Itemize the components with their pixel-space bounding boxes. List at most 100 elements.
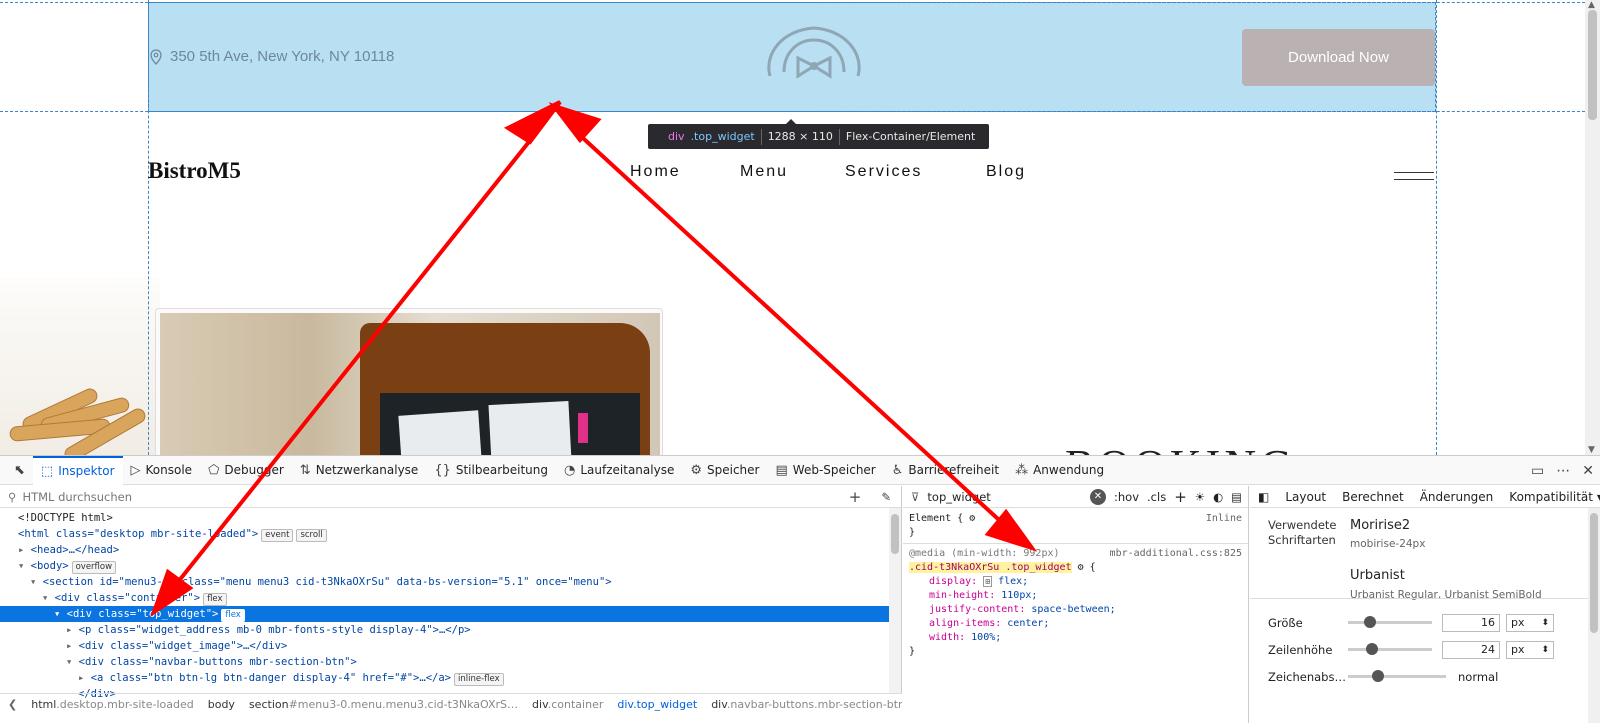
node-text: <section id="menu3-0" class="menu menu3 … — [42, 576, 612, 588]
bread-sticks-graphic — [9, 388, 146, 455]
rules-filter-input[interactable]: top_widget — [927, 489, 991, 504]
tree-node-html[interactable]: <html class="desktop mbr-site-loaded">ev… — [0, 526, 901, 542]
gear-icon[interactable]: ⚙ — [1077, 562, 1084, 573]
html-search-input[interactable]: HTML durchsuchen — [22, 489, 133, 504]
tree-node-widget-address[interactable]: ▸ <p class="widget_address mb-0 mbr-font… — [66, 624, 471, 636]
page-scrollbar-thumb[interactable] — [1588, 10, 1597, 120]
size-slider-knob[interactable] — [1364, 616, 1376, 628]
tab-debugger[interactable]: ⬠Debugger — [200, 456, 292, 485]
rule-prop-display[interactable]: display: ⊞ flex; — [929, 576, 1029, 587]
tab-netzwerkanalyse[interactable]: ⇅Netzwerkanalyse — [292, 456, 427, 485]
tooltip-type: Flex-Container/Element — [845, 130, 976, 143]
flex-badge[interactable]: flex — [221, 609, 245, 622]
print-media-icon[interactable]: ▤ — [1231, 489, 1242, 504]
fonts-scrollbar[interactable] — [1588, 508, 1600, 723]
clear-filter-icon[interactable]: ✕ — [1090, 488, 1106, 505]
tab-layout[interactable]: Layout — [1285, 489, 1327, 504]
line-height-unit-select[interactable]: px — [1506, 640, 1554, 659]
breadcrumb-section[interactable]: section#menu3-0.menu.menu3.cid-t3NkaOXrS… — [248, 698, 519, 711]
pick-element-button[interactable]: ⬉ — [6, 456, 33, 485]
address-text: 350 5th Ave, New York, NY 10118 — [170, 48, 395, 65]
tree-node-section[interactable]: ▾ <section id="menu3-0" class="menu menu… — [30, 576, 612, 588]
sidebar-toggle-icon[interactable]: ◧ — [1258, 489, 1270, 504]
breadcrumb-html[interactable]: html.desktop.mbr-site-loaded — [31, 698, 194, 711]
markup-scrollbar-thumb[interactable] — [891, 514, 899, 554]
line-height-slider[interactable] — [1348, 643, 1432, 655]
tree-node-container[interactable]: ▾ <div class="container">flex — [0, 590, 901, 606]
event-badge[interactable]: event — [261, 529, 294, 542]
fonts-scrollbar-thumb[interactable] — [1590, 513, 1598, 633]
tab-stilbearbeitung[interactable]: {}Stilbearbeitung — [426, 456, 556, 485]
dark-theme-icon[interactable]: ◐ — [1213, 489, 1224, 504]
breadcrumb-top-widget[interactable]: div.top_widget — [617, 698, 698, 711]
gear-icon[interactable]: ⚙ — [969, 513, 976, 524]
nav-home[interactable]: Home — [630, 163, 681, 180]
line-height-input[interactable]: 24 — [1442, 640, 1500, 659]
nav-blog[interactable]: Blog — [986, 163, 1027, 180]
tab-web-speicher[interactable]: ▤Web-Speicher — [767, 456, 883, 485]
scroll-badge[interactable]: scroll — [296, 529, 327, 542]
nav-services[interactable]: Services — [845, 163, 923, 180]
hamburger-menu-icon[interactable] — [1394, 172, 1434, 180]
tab-konsole[interactable]: ▷Konsole — [123, 456, 201, 485]
download-now-button[interactable]: Download Now — [1242, 29, 1435, 86]
brand-logo[interactable]: BistroM5 — [148, 158, 241, 183]
size-unit-select[interactable]: px — [1506, 613, 1554, 632]
page-scrollbar[interactable]: ▲ ▼ — [1585, 0, 1600, 455]
tree-node-doctype[interactable]: <!DOCTYPE html> — [0, 510, 901, 526]
tab-berechnet[interactable]: Berechnet — [1342, 489, 1404, 504]
hov-toggle[interactable]: :hov — [1114, 489, 1140, 504]
guide-line-left — [148, 0, 149, 455]
tree-node-navbar-buttons[interactable]: ▾ <div class="navbar-buttons mbr-section… — [66, 656, 357, 668]
add-rule-icon[interactable]: + — [1174, 487, 1187, 506]
light-theme-icon[interactable]: ☀ — [1194, 489, 1206, 504]
breadcrumb-container[interactable]: div.container — [532, 698, 604, 711]
letter-spacing-slider[interactable] — [1348, 670, 1446, 682]
eyedropper-icon[interactable]: ✎ — [881, 489, 891, 504]
console-icon: ▷ — [130, 462, 141, 478]
rule-selector[interactable]: .cid-t3NkaOXrSu .top_widget — [909, 562, 1072, 573]
flex-badge[interactable]: flex — [203, 593, 227, 606]
close-icon[interactable]: ✕ — [1582, 462, 1594, 479]
dock-toggle-icon[interactable]: ▭ — [1531, 462, 1545, 479]
rule-prop-align-items[interactable]: align-items: center; — [929, 618, 1050, 629]
line-height-slider-knob[interactable] — [1366, 643, 1378, 655]
rule-prop-width[interactable]: width: 100%; — [929, 632, 1002, 643]
markup-scrollbar[interactable] — [889, 508, 901, 693]
rule-prop-justify-content[interactable]: justify-content: space-between; — [929, 604, 1116, 615]
add-node-icon[interactable]: + — [848, 487, 862, 506]
tab-anwendung[interactable]: ⁂Anwendung — [1007, 456, 1112, 485]
rule-prop-min-height[interactable]: min-height: 110px; — [929, 590, 1038, 601]
tree-node-body[interactable]: ▾ <body>overflow — [0, 558, 901, 574]
node-text: <body> — [30, 560, 69, 572]
tab-barrierefreiheit[interactable]: ♿Barrierefreiheit — [884, 456, 1007, 485]
letter-spacing-value: normal — [1458, 669, 1499, 684]
font1-name: Moririse2 — [1350, 518, 1411, 533]
source-link[interactable]: mbr-additional.css:825 — [1109, 548, 1242, 559]
tooltip-class: .top_widget — [690, 130, 755, 143]
application-icon: ⁂ — [1015, 462, 1029, 478]
tab-speicher[interactable]: ⚙Speicher — [682, 456, 767, 485]
tree-node-widget-image[interactable]: ▸ <div class="widget_image">…</div> — [66, 640, 288, 652]
tree-node-div-close[interactable]: </div> — [0, 686, 901, 702]
letter-spacing-slider-knob[interactable] — [1372, 670, 1384, 682]
overflow-badge[interactable]: overflow — [71, 561, 117, 574]
tree-node-btn-link[interactable]: ▸ <a class="btn btn-lg btn-danger displa… — [0, 670, 901, 686]
search-icon: ⚲ — [8, 489, 17, 504]
breadcrumb-prev-icon[interactable]: ❮ — [8, 698, 18, 711]
nav-menu[interactable]: Menu — [740, 163, 789, 180]
tab-laufzeitanalyse[interactable]: ◔Laufzeitanalyse — [556, 456, 682, 485]
breadcrumb-body[interactable]: body — [207, 698, 235, 711]
size-input[interactable]: 16 — [1442, 613, 1500, 632]
tab-inspektor[interactable]: ⬚Inspektor — [32, 455, 123, 485]
size-slider[interactable] — [1348, 616, 1432, 628]
tree-node-head[interactable]: ▸ <head>…</head> — [18, 544, 120, 556]
inline-flex-badge[interactable]: inline-flex — [453, 673, 504, 686]
tab-aenderungen[interactable]: Änderungen — [1419, 489, 1494, 504]
tab-kompatibilitaet[interactable]: Kompatibilität ▾ — [1509, 489, 1600, 504]
more-options-icon[interactable]: ⋯ — [1556, 462, 1571, 479]
breadcrumb-navbar-buttons[interactable]: div.navbar-buttons.mbr-section-btn — [711, 698, 902, 711]
accessibility-icon: ♿ — [891, 462, 904, 478]
cls-toggle[interactable]: .cls — [1147, 489, 1167, 504]
tree-node-top-widget-selected[interactable]: ▾ <div class="top_widget">flex — [0, 606, 901, 622]
